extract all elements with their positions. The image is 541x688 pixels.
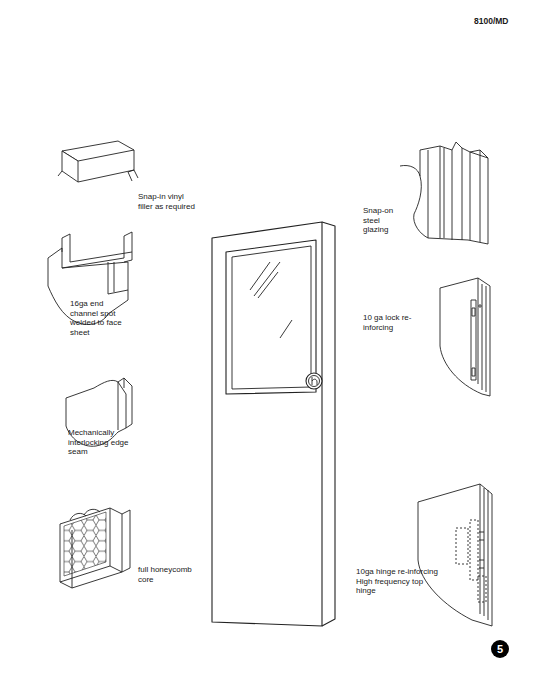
page-number: 5	[491, 642, 509, 656]
callout-label: full honeycomb core	[138, 565, 196, 584]
callout-label: Mechanically interlocking edge seam	[68, 428, 134, 457]
document-code: 8100/MD	[474, 17, 534, 27]
door	[212, 222, 335, 626]
callout-label: 10 ga lock re-inforcing	[363, 313, 421, 332]
callout-label: 16ga end channel spot welded to face she…	[70, 299, 132, 337]
callout-label: Snap-on steel glazing	[363, 206, 403, 235]
callout-label: 10ga hinge re-inforcing	[356, 567, 456, 577]
vinyl-filler	[58, 141, 138, 182]
lock-reinforcing	[440, 278, 490, 396]
hinge-reinforcing	[418, 484, 492, 626]
callout-label: High frequency top hinge	[356, 577, 430, 596]
callout-label: Snap-in vinyl filler as required	[138, 192, 196, 211]
steel-glazing	[400, 142, 488, 244]
honeycomb-core	[60, 508, 130, 588]
page-number-disc	[491, 640, 509, 658]
